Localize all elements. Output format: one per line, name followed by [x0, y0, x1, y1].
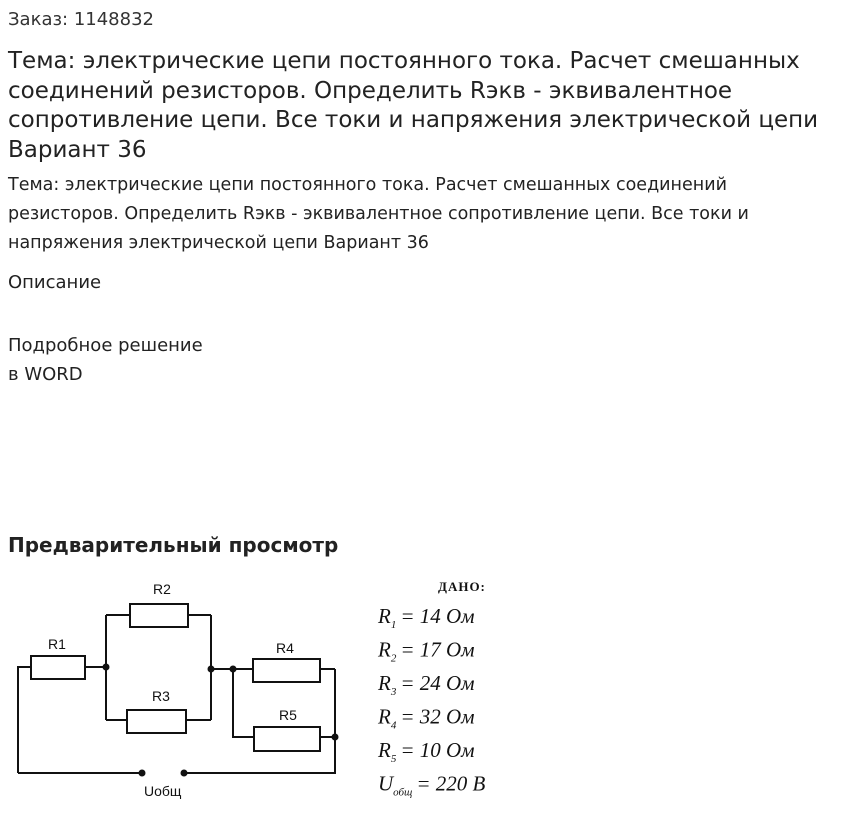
given-heading: ДАНО: — [438, 579, 486, 594]
resistor-r5 — [253, 726, 321, 752]
label-r5: R5 — [279, 707, 297, 723]
label-r2: R2 — [153, 581, 171, 597]
resistor-r3 — [126, 709, 187, 734]
circuit-wires — [17, 614, 336, 774]
given-item: R5= 10 Ом — [377, 738, 475, 765]
label-r3: R3 — [152, 688, 170, 704]
page-subtitle: Тема: электрические цепи постоянного ток… — [8, 175, 749, 253]
preview-image: R1 R2 R3 R4 R5 Uобщ ДАНО: R1= 14 Ом R2= 1… — [0, 565, 560, 827]
given-item: R2= 17 Ом — [377, 638, 475, 665]
order-number: Заказ: 1148832 — [8, 9, 154, 30]
given-item: Uобщ= 220 В — [378, 772, 486, 799]
description-heading: Описание — [8, 272, 102, 293]
page-title: Тема: электрические цепи постоянного ток… — [8, 48, 819, 163]
circuit-diagram: R1 R2 R3 R4 R5 Uобщ ДАНО: R1= 14 Ом R2= 1… — [17, 579, 486, 799]
label-r1: R1 — [48, 636, 66, 652]
given-item: R3= 24 Ом — [377, 671, 475, 698]
resistors — [30, 603, 321, 752]
resistor-r1 — [30, 655, 86, 680]
label-u-total: Uобщ — [144, 783, 182, 799]
resistor-r4 — [252, 658, 321, 683]
given-item: R1= 14 Ом — [377, 604, 475, 631]
resistor-r2 — [129, 603, 189, 628]
description-line-1: Подробное решение — [8, 335, 203, 356]
label-r4: R4 — [276, 640, 294, 656]
given-item: R4= 32 Ом — [377, 705, 475, 732]
preview-heading: Предварительный просмотр — [8, 533, 339, 557]
junction-dots — [102, 663, 339, 777]
description-line-2: в WORD — [8, 364, 83, 385]
given-list: R1= 14 Ом R2= 17 Ом R3= 24 Ом R4= 32 Ом R5= … — [377, 604, 486, 799]
